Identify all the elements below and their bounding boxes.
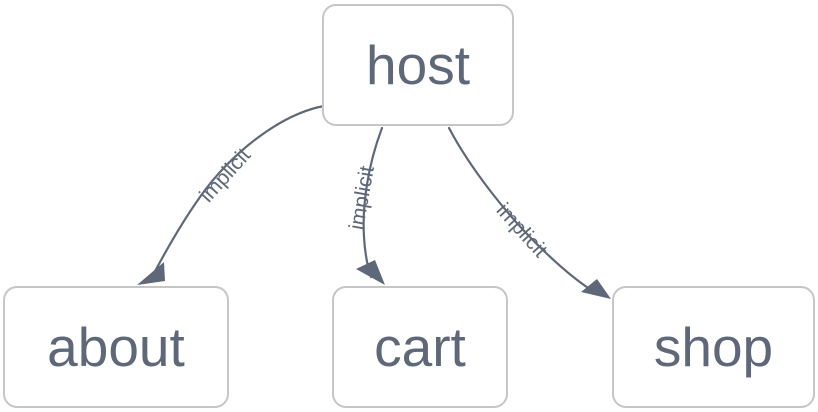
- edge-host-cart-arrowhead: [356, 260, 385, 285]
- node-shop-label: shop: [653, 315, 774, 378]
- edge-host-shop[interactable]: implicit: [447, 126, 611, 299]
- node-shop[interactable]: shop: [612, 286, 815, 408]
- node-host-label: host: [366, 33, 470, 96]
- edge-host-about-path: [150, 104, 326, 279]
- edge-host-about-arrowhead: [137, 262, 165, 285]
- edge-host-cart-label: implicit: [345, 164, 379, 231]
- node-cart[interactable]: cart: [332, 286, 508, 408]
- node-about-label: about: [47, 315, 185, 378]
- node-about[interactable]: about: [3, 286, 229, 408]
- edge-host-shop-label: implicit: [492, 199, 552, 262]
- node-cart-label: cart: [374, 315, 466, 378]
- edge-host-about[interactable]: implicit: [137, 104, 326, 285]
- edge-host-cart[interactable]: implicit: [345, 126, 385, 285]
- edge-host-shop-path: [447, 126, 598, 295]
- edge-host-about-label: implicit: [195, 144, 255, 207]
- edge-host-shop-arrowhead: [581, 279, 611, 299]
- node-host[interactable]: host: [322, 4, 514, 126]
